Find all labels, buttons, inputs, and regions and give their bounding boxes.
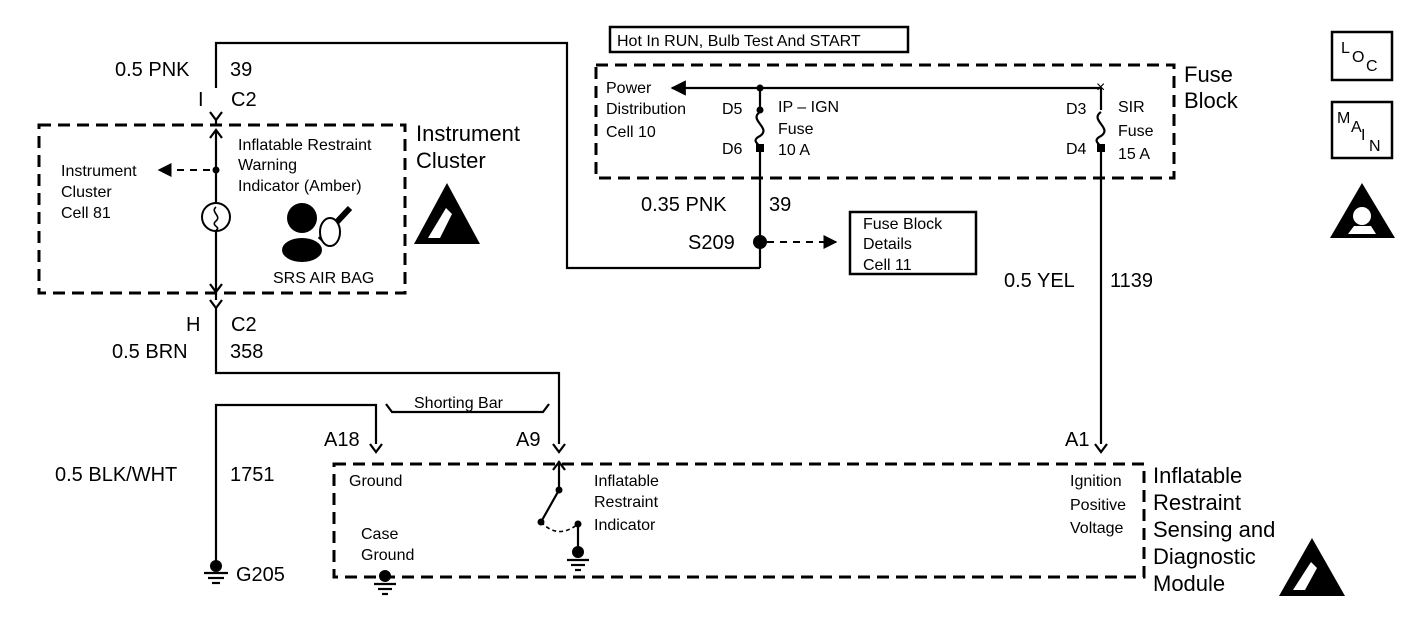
connector-c2-top: I C2: [198, 89, 257, 122]
instrument-cluster: Instrument Cluster Instrument Cluster Ce…: [37, 121, 520, 295]
wire-pnk-39-top: [214, 41, 760, 270]
brn-circuit: 358: [230, 341, 263, 363]
sir-label: Fuse: [1118, 123, 1154, 140]
ip-ign-label: Fuse: [778, 121, 814, 138]
power-dist-2: Distribution: [606, 101, 686, 118]
svg-text:×: ×: [1096, 79, 1105, 96]
splice-label: S209: [688, 232, 735, 254]
svg-text:Diagnostic: Diagnostic: [1153, 544, 1256, 569]
pin-a18: A18: [324, 429, 360, 451]
svg-text:Voltage: Voltage: [1070, 520, 1123, 537]
svg-text:Warning: Warning: [238, 157, 297, 174]
svg-text:Ground: Ground: [349, 473, 402, 490]
svg-text:Module: Module: [1153, 571, 1225, 596]
svg-text:Fuse Block: Fuse Block: [863, 216, 943, 233]
fuse-block-title-1: Fuse: [1184, 62, 1233, 87]
yel-gauge: 0.5 YEL: [1004, 270, 1075, 292]
airbag-warning-icon: [1330, 183, 1395, 238]
pnk-fuse-circuit: 39: [769, 194, 791, 216]
svg-text:Cell 11: Cell 11: [863, 257, 912, 274]
blk-wht-circuit: 1751: [230, 464, 275, 486]
svg-text:Positive: Positive: [1070, 497, 1126, 514]
svg-text:Shorting Bar: Shorting Bar: [414, 395, 504, 412]
svg-text:C2: C2: [231, 314, 257, 336]
g205-label: G205: [236, 564, 285, 586]
d5-pin: D5: [722, 101, 743, 118]
splice-s209: [753, 235, 767, 249]
case-ground-icon: [374, 570, 396, 596]
svg-text:O: O: [1352, 49, 1364, 66]
d4-pin: D4: [1066, 141, 1087, 158]
svg-text:Cell 81: Cell 81: [61, 205, 111, 222]
ground-g205: G205: [204, 560, 285, 586]
svg-text:Sensing and: Sensing and: [1153, 517, 1275, 542]
airbag-icon: [282, 203, 353, 262]
wire-brn-358: [214, 308, 561, 444]
svg-text:C: C: [1366, 58, 1378, 75]
ip-ign-rating: 10 A: [778, 142, 810, 159]
brn-gauge: 0.5 BRN: [112, 341, 188, 363]
main-icon[interactable]: M A I N: [1330, 100, 1394, 160]
yel-circuit: 1139: [1110, 270, 1153, 292]
fuse-block: Fuse Block Power Distribution Cell 10 D5…: [594, 62, 1239, 180]
svg-text:Restraint: Restraint: [1153, 490, 1241, 515]
svg-text:Indicator (Amber): Indicator (Amber): [238, 178, 362, 195]
svg-text:Inflatable Restraint: Inflatable Restraint: [238, 137, 372, 154]
svg-text:A: A: [1351, 119, 1362, 136]
cluster-title-1: Instrument: [416, 121, 520, 146]
svg-text:Cluster: Cluster: [61, 184, 112, 201]
svg-text:Case: Case: [361, 526, 398, 543]
svg-text:Details: Details: [863, 236, 912, 253]
pnk-fuse-gauge: 0.35 PNK: [641, 194, 727, 216]
power-dist-1: Power: [606, 80, 652, 97]
shorting-bar: Shorting Bar: [385, 395, 550, 414]
pin-a9: A9: [516, 429, 540, 451]
srs-air-bag-label: SRS AIR BAG: [273, 270, 374, 287]
pnk-top-circuit: 39: [230, 59, 252, 81]
svg-text:Ground: Ground: [361, 547, 414, 564]
header-title: Hot In RUN, Bulb Test And START: [617, 33, 861, 50]
sensing-diagnostic-module: Inflatable Restraint Sensing and Diagnos…: [324, 429, 1275, 596]
fuse-block-title-2: Block: [1184, 88, 1239, 113]
fuse-block-details[interactable]: Fuse Block Details Cell 11: [848, 210, 978, 276]
connector-c2-bottom: H C2: [186, 292, 257, 336]
cluster-title-2: Cluster: [416, 148, 486, 173]
svg-text:H: H: [186, 314, 200, 336]
blk-wht-gauge: 0.5 BLK/WHT: [55, 464, 177, 486]
svg-text:N: N: [1369, 138, 1381, 155]
svg-text:L: L: [1341, 40, 1350, 57]
wire-blk-wht-1751: [214, 403, 378, 568]
d6-pin: D6: [722, 141, 743, 158]
svg-text:I: I: [1361, 127, 1365, 144]
svg-text:Instrument: Instrument: [61, 163, 137, 180]
svg-text:Ignition: Ignition: [1070, 473, 1122, 490]
pin-a1: A1: [1065, 429, 1089, 451]
svg-text:C2: C2: [231, 89, 257, 111]
indicator-lamp-icon: [201, 202, 231, 232]
svg-text:Inflatable: Inflatable: [1153, 463, 1242, 488]
pnk-top-gauge: 0.5 PNK: [115, 59, 190, 81]
loc-icon[interactable]: L O C: [1330, 30, 1394, 82]
svg-text:Indicator: Indicator: [594, 517, 656, 534]
esd-warning-icon: [414, 183, 480, 244]
svg-text:Restraint: Restraint: [594, 494, 659, 511]
d3-pin: D3: [1066, 101, 1087, 118]
svg-text:M: M: [1337, 110, 1350, 127]
sir-name: SIR: [1118, 99, 1145, 116]
indicator-switch: [537, 460, 589, 572]
power-dist-3: Cell 10: [606, 124, 656, 141]
ip-ign-name: IP – IGN: [778, 99, 839, 116]
svg-text:I: I: [198, 89, 204, 111]
esd-warning-icon: [1279, 538, 1345, 596]
svg-text:Inflatable: Inflatable: [594, 473, 659, 490]
hot-in-run-header: Hot In RUN, Bulb Test And START: [608, 25, 910, 54]
sir-rating: 15 A: [1118, 146, 1150, 163]
